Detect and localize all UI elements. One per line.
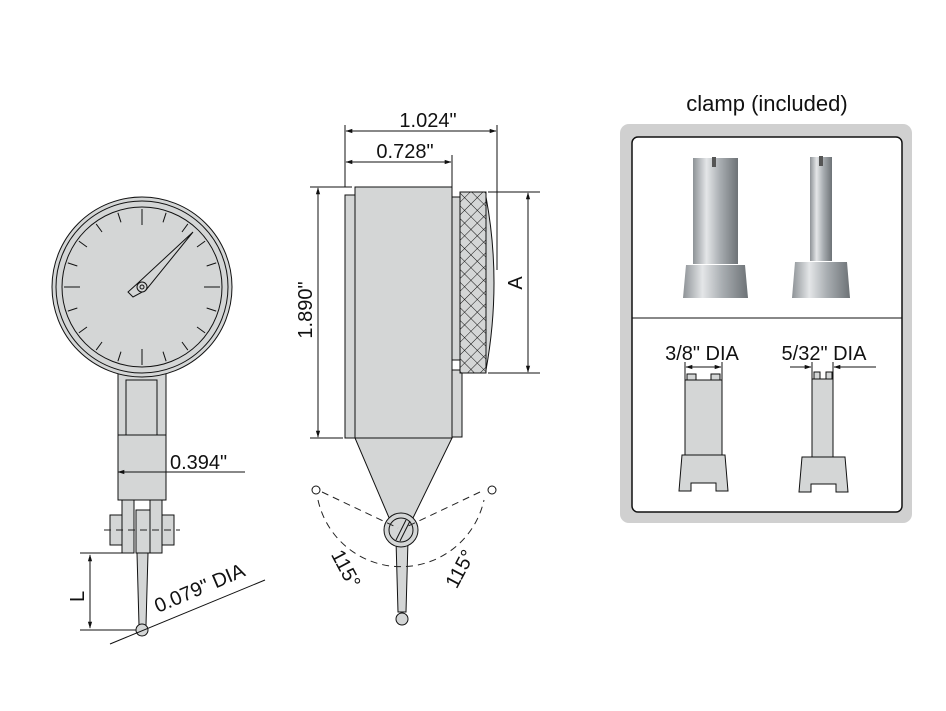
stylus — [136, 552, 149, 626]
clamp-label-small: 5/32" DIA — [782, 343, 868, 365]
dial-tick — [206, 307, 217, 312]
dial-tick — [95, 223, 103, 233]
dial-tick — [162, 351, 167, 362]
clamp-drawing-large — [678, 362, 729, 492]
dial-ticks — [64, 209, 220, 365]
angle-right: 115° — [442, 546, 480, 592]
side-view: 1.024" 0.728" 1.890" A 115° 115° — [295, 110, 540, 626]
knurled-knob — [459, 191, 487, 374]
height-dimension: 1.890" — [295, 281, 317, 338]
clamp-label-large: 3/8" DIA — [665, 343, 739, 365]
indicator-body — [354, 186, 453, 439]
dial-tick — [117, 351, 122, 362]
dial-needle — [127, 231, 194, 298]
clamp-panel: clamp (included) 3/8" DIA 5/32" DIA — [620, 91, 912, 523]
clamp-photo-small — [792, 156, 850, 298]
clamp-drawing-small — [790, 362, 876, 493]
knob-dimension: A — [505, 276, 527, 290]
stem-window — [125, 379, 158, 436]
dial-tick — [196, 326, 206, 334]
overall-width-dimension: 1.024" — [399, 110, 456, 132]
dial-tick — [181, 223, 189, 233]
angle-left: 115° — [326, 546, 364, 592]
width-dimension: 0.394" — [170, 452, 227, 474]
length-dimension: L — [67, 591, 89, 602]
body-width-dimension: 0.728" — [376, 141, 433, 163]
front-view: 0.394" L 0.079" DIA — [51, 196, 266, 645]
dial-tick — [95, 341, 103, 351]
dial-tick — [206, 262, 217, 267]
stylus-holder — [135, 509, 151, 554]
dial-tick — [78, 326, 88, 334]
dial-tick — [117, 212, 122, 223]
dial-tick — [78, 240, 88, 248]
clamp-title: clamp (included) — [686, 91, 847, 116]
dial-tick — [67, 307, 78, 312]
body-taper — [354, 437, 453, 521]
dial-tick — [162, 212, 167, 223]
side-stylus — [395, 539, 409, 613]
dial-tick — [67, 262, 78, 267]
stylus-ball — [135, 623, 149, 637]
tip-diameter-dimension: 0.079" DIA — [151, 560, 249, 618]
dial-tick — [196, 240, 206, 248]
clamp-photo-large — [683, 157, 748, 298]
dial-tick — [181, 341, 189, 351]
